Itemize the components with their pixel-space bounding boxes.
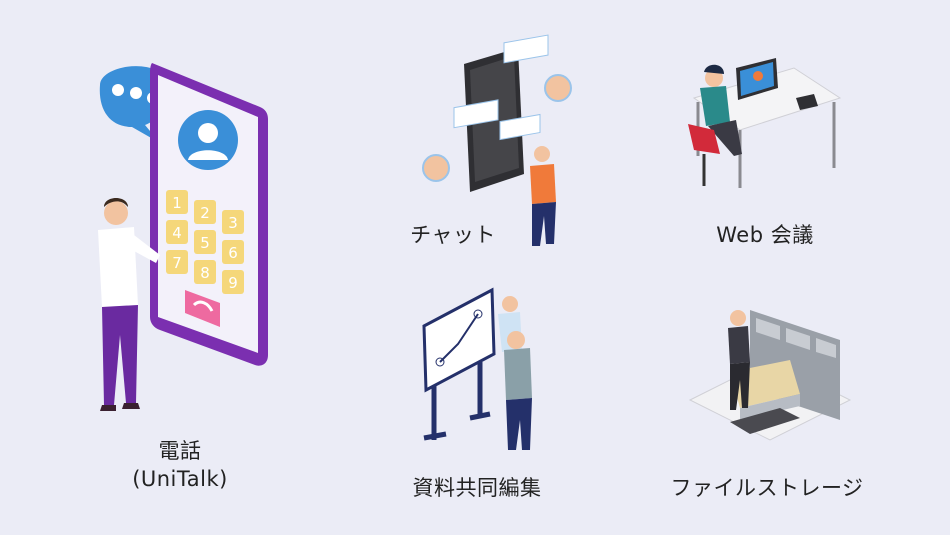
chat-bubble-icon (453, 34, 549, 141)
keypad-digit: 1 (172, 194, 182, 212)
person-figure (728, 310, 750, 410)
desk-phone-icon (796, 94, 818, 110)
web-meeting-label: Web 会議 (716, 223, 814, 247)
keypad-digit: 6 (228, 244, 238, 262)
phone-label: 電話 (UniTalk) (110, 437, 250, 493)
keypad-key (222, 240, 244, 264)
person-figure (498, 296, 532, 450)
keypad-key (166, 190, 188, 214)
phone-illustration: 123 456 789 (98, 63, 268, 411)
keypad-key (166, 250, 188, 274)
person-figure (530, 146, 556, 246)
phone-label-line2: (UniTalk) (132, 467, 228, 491)
person-figure (700, 64, 742, 156)
user-avatar-icon (178, 110, 238, 170)
whiteboard-icon (422, 287, 496, 441)
keypad-key (194, 200, 216, 224)
keypad-key (222, 210, 244, 234)
file-storage-illustration (688, 310, 852, 441)
keyboard-grid (730, 408, 800, 434)
file-storage-label: ファイルストレージ (670, 476, 864, 500)
person-figure (98, 198, 160, 411)
keypad-key (222, 270, 244, 294)
keypad-key (194, 230, 216, 254)
keypad-digit: 9 (228, 274, 238, 292)
keypad-digit: 8 (200, 264, 210, 282)
keypad-digit: 4 (172, 224, 182, 242)
call-end-icon (185, 290, 220, 327)
keypad-digit: 2 (200, 204, 210, 222)
co-editing-label: 資料共同編集 (412, 476, 542, 500)
laptop-icon (736, 58, 778, 100)
keypad-key (166, 220, 188, 244)
phone-label-line1: 電話 (158, 439, 202, 463)
user-avatar-icon (422, 74, 572, 182)
keypad-key (194, 260, 216, 284)
co-editing-illustration (422, 287, 532, 450)
chat-illustration (422, 34, 572, 246)
keypad-digit: 5 (200, 234, 210, 252)
keypad: 123 456 789 (166, 190, 244, 294)
keypad-digit: 3 (228, 214, 238, 232)
web-meeting-illustration (688, 58, 842, 188)
keypad-digit: 7 (172, 254, 182, 272)
chair (688, 124, 720, 186)
chat-label: チャット (410, 223, 496, 247)
